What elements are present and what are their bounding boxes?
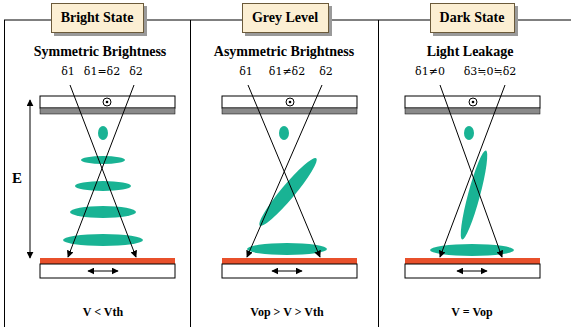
field-label: E: [12, 170, 22, 187]
retardation-label: δ2: [129, 65, 143, 78]
retardation-label: δ1=δ2: [84, 65, 120, 78]
state-title: Bright State: [61, 10, 134, 26]
voltage-label: V < Vth: [83, 305, 123, 320]
panel-frame: [4, 20, 571, 327]
retardation-label: δ2: [319, 65, 333, 78]
retardation-label: δ1: [61, 65, 75, 78]
panel-title: Asymmetric Brightness: [214, 44, 354, 60]
retardation-label: δ1≠δ2: [269, 65, 305, 78]
state-header-box: Dark State: [430, 3, 515, 33]
voltage-label: Vop > V > Vth: [250, 305, 323, 320]
panel-title: Light Leakage: [427, 44, 514, 60]
cell-bright: [30, 85, 175, 278]
cell-dark: [405, 85, 540, 278]
retardation-label: δ1: [239, 65, 253, 78]
retardation-label: δ1≠0: [415, 65, 445, 78]
state-title: Dark State: [440, 10, 505, 26]
state-header-box: Grey Level: [242, 3, 329, 33]
state-title: Grey Level: [252, 10, 318, 26]
cell-grey: [222, 85, 357, 278]
state-header-box: Bright State: [51, 3, 144, 33]
panel-title: Symmetric Brightness: [34, 44, 167, 60]
voltage-label: V = Vop: [451, 305, 492, 320]
retardation-label: δ3≒0≒δ2: [464, 65, 517, 78]
